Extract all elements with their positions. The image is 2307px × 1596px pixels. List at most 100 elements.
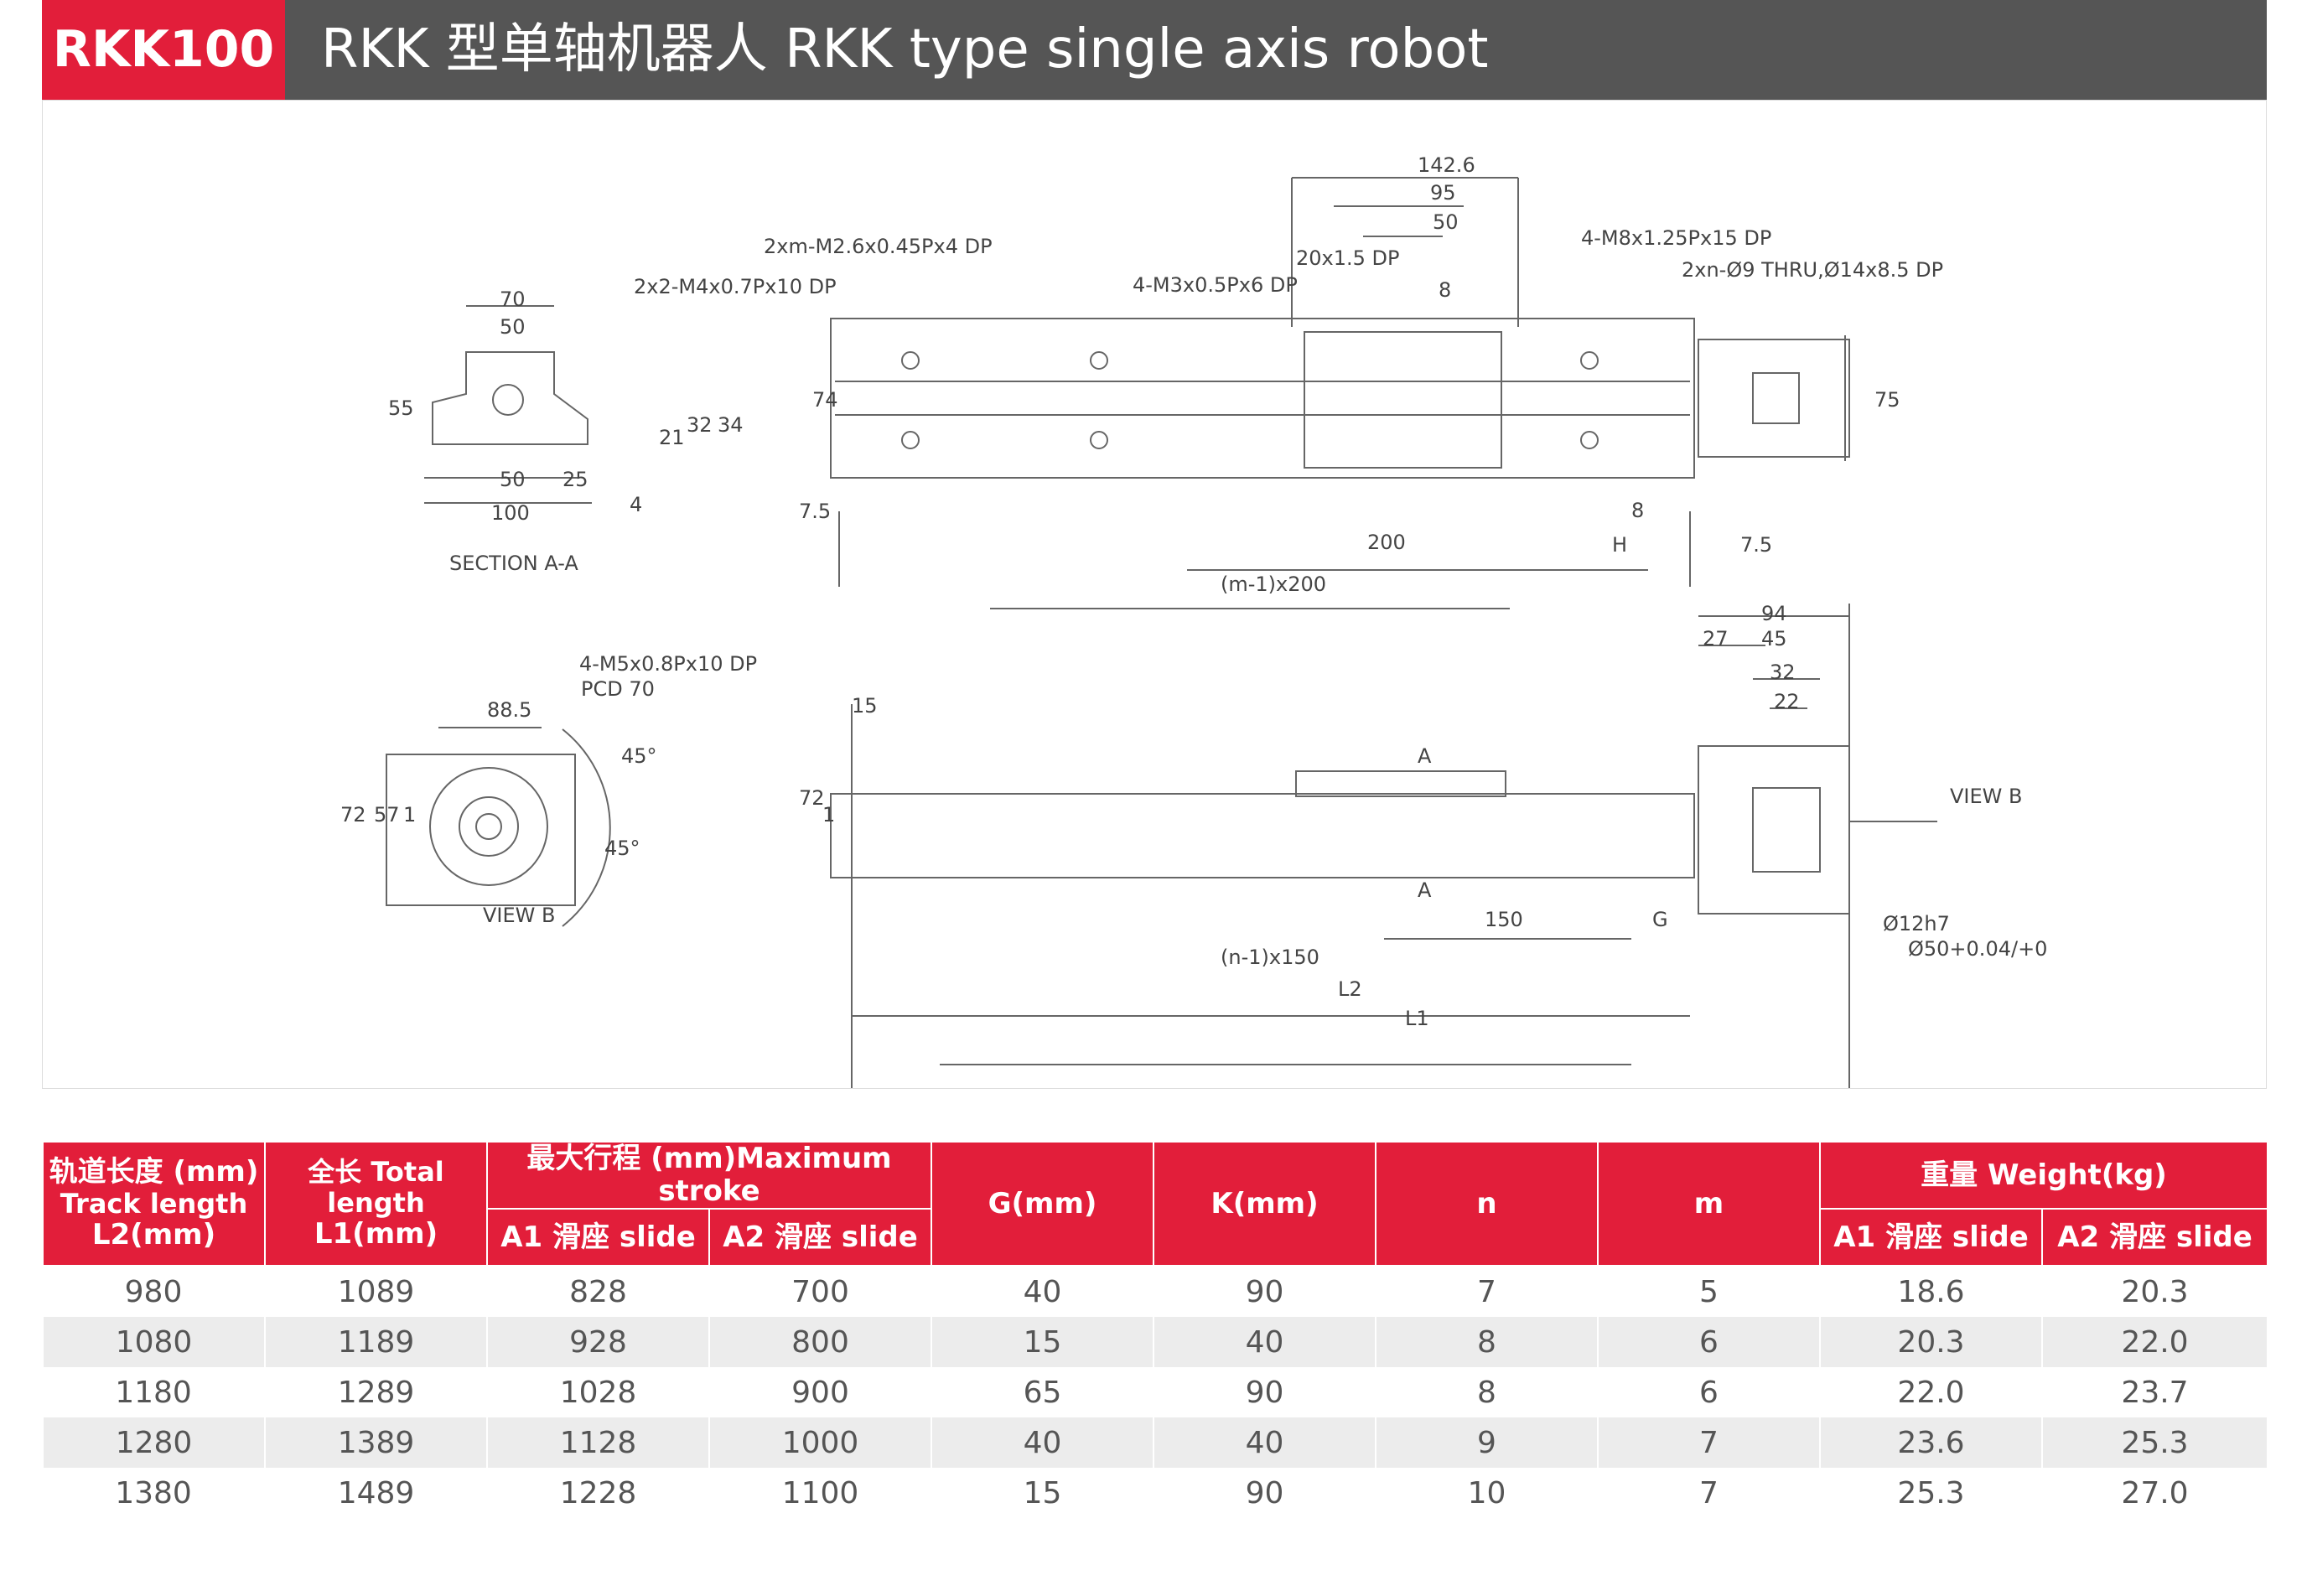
dim-50: 50 xyxy=(1433,210,1459,234)
dim-l1: L1 xyxy=(1405,1007,1429,1030)
cell-m: 7 xyxy=(1597,1468,1821,1519)
dim-sv-g: G xyxy=(1652,908,1668,931)
cell-stroke-a2: 1000 xyxy=(708,1417,932,1469)
dim-pcd70: PCD 70 xyxy=(581,677,655,701)
cell-weight-a2: 27.0 xyxy=(2040,1468,2269,1519)
cell-m: 7 xyxy=(1597,1417,1821,1469)
dim-45-bottom: 45° xyxy=(604,837,640,860)
cell-n: 9 xyxy=(1375,1417,1599,1469)
side-view-body xyxy=(830,793,1695,878)
top-view-body xyxy=(830,318,1695,479)
cell-track-length: 1080 xyxy=(42,1317,266,1368)
dim-8-top: 8 xyxy=(1439,278,1451,302)
dim-sv-45: 45 xyxy=(1761,627,1787,650)
dim-aa-21: 21 xyxy=(659,426,685,449)
dim-vb-72: 72 xyxy=(340,803,366,826)
cell-weight-a2: 20.3 xyxy=(2040,1266,2269,1318)
cell-g: 65 xyxy=(931,1367,1154,1418)
dim-m8-thread: 4-M8x1.25Px15 DP xyxy=(1581,226,1771,250)
col-total-length: 全长 Total length L1(mm) xyxy=(264,1140,488,1267)
dim-sv-1: 1 xyxy=(822,803,835,826)
dim-45-top: 45° xyxy=(621,744,657,768)
section-aa-label: SECTION A-A xyxy=(449,552,578,575)
col-k: K(mm) xyxy=(1153,1140,1376,1267)
page-title: RKK 型单轴机器人 RKK type single axis robot xyxy=(321,18,1489,80)
cell-track-length: 980 xyxy=(43,1266,266,1318)
dim-sv-22: 22 xyxy=(1774,690,1800,713)
dim-h: H xyxy=(1612,533,1627,557)
track-en-label: Track length xyxy=(60,1187,248,1220)
dim-thru-holes: 2xn-Ø9 THRU,Ø14x8.5 DP xyxy=(1682,258,1943,282)
cell-m: 5 xyxy=(1597,1266,1821,1318)
dim-sv-150: 150 xyxy=(1485,908,1523,931)
technical-drawing: 142.6 95 50 20x1.5 DP 8 4-M8x1.25Px15 DP… xyxy=(42,100,2267,1089)
dim-m3-thread: 4-M3x0.5Px6 DP xyxy=(1133,273,1298,297)
dim-m2-6-thread: 2xm-M2.6x0.45Px4 DP xyxy=(764,235,993,258)
dim-sv-72: 72 xyxy=(799,786,825,810)
col-track-length: 轨道长度 (mm) Track length L2(mm) xyxy=(42,1140,266,1267)
dim-74: 74 xyxy=(812,388,838,412)
dim-aa-4: 4 xyxy=(630,493,642,516)
dim-7-5-right: 7.5 xyxy=(1740,533,1772,557)
spec-table: 轨道长度 (mm) Track length L2(mm) 全长 Total l… xyxy=(42,1140,2269,1519)
dim-aa-25: 25 xyxy=(562,468,588,491)
cell-total-length: 1489 xyxy=(264,1468,488,1519)
col-weight-a2: A2 滑座 slide xyxy=(2040,1208,2269,1267)
dim-aa-70: 70 xyxy=(500,288,526,311)
cell-track-length: 1380 xyxy=(43,1468,266,1519)
dim-aa-50: 50 xyxy=(500,315,526,339)
col-n: n xyxy=(1375,1140,1599,1267)
dim-m5-thread: 4-M5x0.8Px10 DP xyxy=(579,652,757,676)
cell-weight-a2: 22.0 xyxy=(2040,1317,2269,1368)
dim-75: 75 xyxy=(1874,388,1900,412)
table-row: 1180 1289 1028 900 65 90 8 6 22.0 23.7 xyxy=(43,1367,2269,1418)
cell-n: 7 xyxy=(1375,1266,1599,1318)
cell-weight-a1: 22.0 xyxy=(1819,1367,2043,1418)
cell-g: 15 xyxy=(931,1317,1154,1368)
cell-m: 6 xyxy=(1597,1317,1821,1368)
col-max-stroke: 最大行程 (mm)Maximum stroke xyxy=(486,1140,932,1210)
dim-sv-15: 15 xyxy=(852,694,878,718)
table-row: 1380 1489 1228 1100 15 90 10 7 25.3 27.0 xyxy=(43,1468,2269,1519)
cell-stroke-a1: 1228 xyxy=(486,1468,710,1519)
total-unit-label: L1(mm) xyxy=(314,1217,438,1251)
cell-m: 6 xyxy=(1597,1367,1821,1418)
dim-m-1-x200: (m-1)x200 xyxy=(1221,573,1326,596)
cell-total-length: 1389 xyxy=(264,1417,488,1469)
dim-bore: Ø50+0.04/+0 xyxy=(1908,937,2047,961)
dim-vb-1: 1 xyxy=(403,803,416,826)
col-stroke-a2: A2 滑座 slide xyxy=(708,1208,932,1267)
cell-weight-a1: 20.3 xyxy=(1819,1317,2043,1368)
cell-stroke-a2: 800 xyxy=(708,1317,932,1368)
cell-weight-a1: 25.3 xyxy=(1819,1468,2043,1519)
track-unit-label: L2(mm) xyxy=(91,1218,216,1252)
dim-vb-57: 57 xyxy=(374,803,400,826)
cell-stroke-a2: 900 xyxy=(708,1367,932,1418)
cell-total-length: 1089 xyxy=(264,1266,488,1318)
cell-weight-a1: 18.6 xyxy=(1819,1266,2043,1318)
dim-l2: L2 xyxy=(1338,977,1362,1001)
cell-stroke-a1: 928 xyxy=(486,1317,710,1368)
cell-weight-a2: 23.7 xyxy=(2040,1367,2269,1418)
cell-n: 10 xyxy=(1375,1468,1599,1519)
dim-aa-32: 32 xyxy=(687,413,713,437)
col-g: G(mm) xyxy=(931,1140,1154,1267)
cell-track-length: 1280 xyxy=(42,1417,266,1469)
cell-k: 40 xyxy=(1153,1417,1376,1469)
table-row: 1080 1189 928 800 15 40 8 6 20.3 22.0 xyxy=(42,1317,2269,1368)
dim-aa-50-bottom: 50 xyxy=(500,468,526,491)
dim-20x1-5: 20x1.5 DP xyxy=(1296,246,1400,270)
cell-track-length: 1180 xyxy=(43,1367,266,1418)
table-row: 980 1089 828 700 40 90 7 5 18.6 20.3 xyxy=(43,1266,2269,1318)
view-b-plate xyxy=(386,754,576,906)
cell-g: 15 xyxy=(931,1468,1154,1519)
cell-stroke-a2: 1100 xyxy=(708,1468,932,1519)
cell-total-length: 1189 xyxy=(264,1317,488,1368)
dim-95: 95 xyxy=(1430,181,1456,205)
dim-m4-thread: 2x2-M4x0.7Px10 DP xyxy=(634,275,837,298)
col-weight-a1: A1 滑座 slide xyxy=(1819,1208,2043,1267)
drawing-svg: 142.6 95 50 20x1.5 DP 8 4-M8x1.25Px15 DP… xyxy=(340,153,2047,1088)
section-mark-a-top: A xyxy=(1418,744,1432,768)
dim-aa-34: 34 xyxy=(718,413,744,437)
cell-k: 90 xyxy=(1153,1367,1376,1418)
